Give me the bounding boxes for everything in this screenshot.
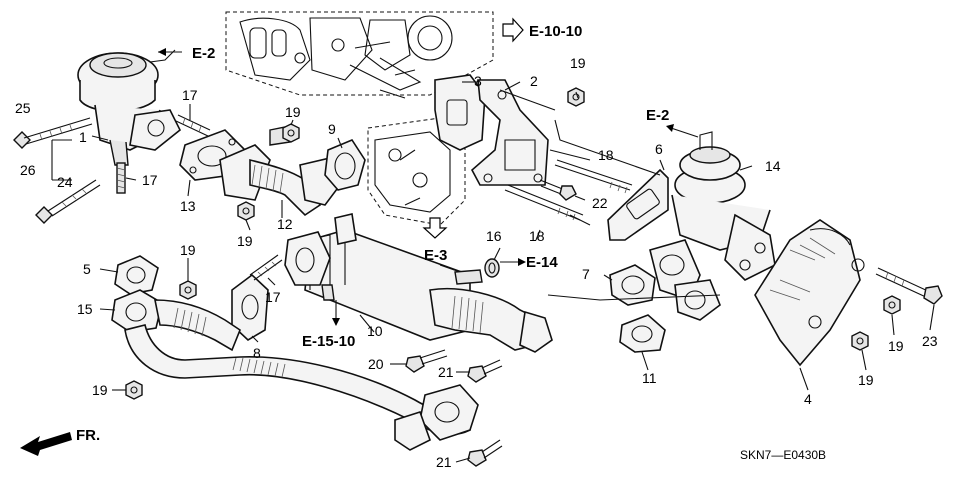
ref-e3: E-3 [422,217,448,264]
bracket-2 [470,79,549,186]
part-number-20: 20 [368,356,384,372]
gasket-11 [619,314,666,353]
ref-e2-left: E-2 [158,45,215,62]
bolt-21-upper [467,359,503,383]
ref-e15-10: E-15-10 [302,300,355,350]
nut-19-e [851,331,869,351]
gasket-7 [609,264,656,306]
part-number-18-lower: 18 [529,228,545,244]
egr-pipe-long [124,299,479,451]
bolt-22 [539,179,577,201]
bolt-23 [875,267,943,305]
nut-19-a [282,123,300,143]
ref-label-e2-right: E-2 [646,107,669,124]
ref-label-e14: E-14 [526,254,558,271]
nut-19-d [883,295,901,315]
part-number-26: 26 [20,162,36,178]
part-number-19-c: 19 [570,55,586,71]
ref-label-e10-10: E-10-10 [529,23,582,40]
part-number-19-d: 19 [888,338,904,354]
ref-arrow-e10-10: E-10-10 [502,17,582,43]
part-number-2: 2 [530,73,538,89]
ref-label-e3: E-3 [424,247,447,264]
stud-18-upper [554,159,633,194]
stud-17-lower [249,254,283,281]
part-number-8: 8 [253,345,261,361]
part-number-18-upper: 18 [598,147,614,163]
egr-valve-left [77,49,182,166]
egr-pipe-12 [219,125,341,217]
gasket-9 [324,139,366,191]
stud-17-left [116,162,126,194]
part-number-17-upper: 17 [182,87,198,103]
clamp-16 [484,258,500,278]
part-number-12: 12 [277,216,293,232]
bolt-20 [405,349,448,373]
part-number-14: 14 [765,158,781,174]
bracket-4 [754,219,865,367]
part-number-22: 22 [592,195,608,211]
gasket-5 [114,255,159,295]
nut-19-c [567,87,585,107]
bolt-24 [35,179,101,224]
bracket-3 [434,74,486,151]
part-number-10: 10 [367,323,383,339]
nut-19-g [125,380,143,400]
part-number-16: 16 [486,228,502,244]
part-number-19-b: 19 [237,233,253,249]
part-number-19-e: 19 [858,372,874,388]
part-number-13: 13 [180,198,196,214]
stud-18-lower [504,184,584,221]
ref-label-e2-left: E-2 [192,45,215,62]
stud-17-upper [175,114,211,137]
part-number-25: 25 [15,100,31,116]
part-number-6: 6 [655,141,663,157]
ref-label-e15-10: E-15-10 [302,333,355,350]
part-number-15: 15 [77,301,93,317]
front-direction-arrow: FR. [20,427,100,456]
ref-e14: E-14 [500,254,558,271]
part-number-19-a: 19 [285,104,301,120]
ref-e2-right: E-2 [646,107,699,138]
part-number-21-lower: 21 [436,454,452,470]
part-number-23: 23 [922,333,938,349]
part-number-3: 3 [474,73,482,89]
part-number-17-lower: 17 [265,289,281,305]
leader-lines [51,81,935,463]
bolt-21-lower [467,439,503,467]
bolt-25 [13,117,93,149]
part-number-17-left: 17 [142,172,158,188]
part-number-19-f: 19 [180,242,196,258]
gasket-15 [111,289,163,333]
part-number-7: 7 [582,266,590,282]
part-number-21-upper: 21 [438,364,454,380]
part-number-11: 11 [642,370,657,386]
nut-19-f [179,280,197,300]
egr-valve-right [649,131,776,321]
part-number-19-g: 19 [92,382,108,398]
egr-cooler-10 [284,213,553,353]
nut-19-b [237,201,255,221]
bracket-6 [607,168,669,241]
engine-block-outline [225,11,494,99]
part-number-4: 4 [804,391,812,407]
part-number-1: 1 [79,129,87,145]
part-number-labels: 25 1 26 24 17 17 13 19 12 19 9 3 2 19 18… [15,55,938,470]
diagram-code: SKN7—E0430B [740,448,826,462]
part-number-9: 9 [328,121,336,137]
part-number-24: 24 [57,174,73,190]
part-number-5: 5 [83,261,91,277]
ref-label-fr: FR. [76,427,100,444]
